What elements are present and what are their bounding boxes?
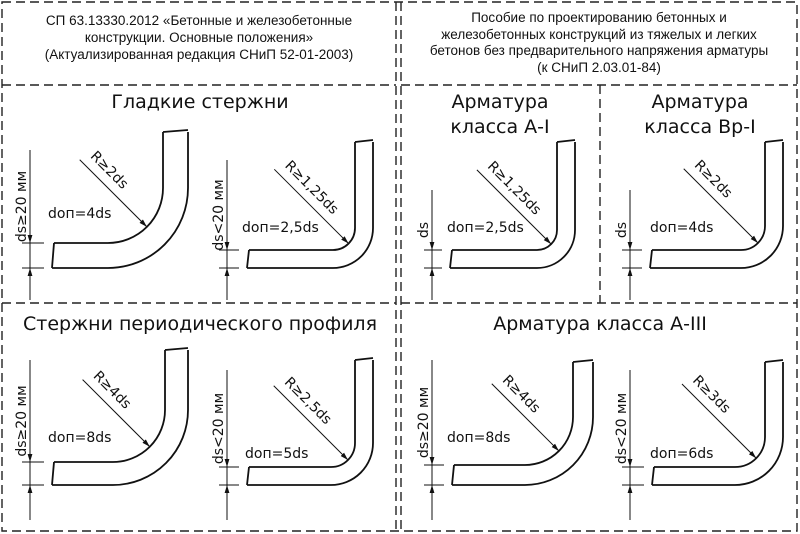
radius-arrow-icon bbox=[273, 168, 349, 244]
rebar-bend-shape bbox=[649, 139, 784, 269]
bar-diameter-label: ds bbox=[614, 222, 630, 238]
bend-panel-8: ds<20 мм R≥3ds dоп=6ds bbox=[614, 359, 784, 520]
header-left: СП 63.13330.2012 «Бетонные и железобетон… bbox=[4, 12, 394, 63]
header-left-line3: (Актуализированная редакция СНиП 52-01-2… bbox=[44, 47, 354, 62]
title-a1-line1: Арматура bbox=[451, 91, 548, 113]
rebar-bend-shape bbox=[451, 359, 594, 486]
bar-diameter-label: ds bbox=[416, 222, 432, 238]
radius-arrow-icon bbox=[681, 383, 757, 459]
bend-panel-2: ds<20 мм R≥1,25ds dоп=2,5ds bbox=[211, 139, 374, 300]
title-a3: Арматура класса А-III bbox=[493, 313, 707, 335]
bar-diameter-label: ds<20 мм bbox=[211, 393, 227, 464]
mandrel-diameter-label: dоп=8ds bbox=[48, 430, 111, 446]
title-periodic-bars: Стержни периодического профиля bbox=[23, 313, 377, 335]
radius-arrow-icon bbox=[273, 385, 349, 461]
radius-arrow-icon bbox=[683, 168, 759, 244]
header-right-line1: Пособие по проектированию бетонных и bbox=[471, 10, 727, 25]
bar-diameter-label: ds≥20 мм bbox=[416, 387, 432, 458]
header-left-line1: СП 63.13330.2012 «Бетонные и железобетон… bbox=[45, 13, 353, 28]
bend-radius-label: R≥1,25ds bbox=[484, 158, 544, 218]
mandrel-diameter-label: dоп=4ds bbox=[48, 206, 111, 222]
bend-panel-5: ds≥20 мм R≥4ds dоп=8ds bbox=[14, 347, 189, 520]
radius-arrow-icon bbox=[82, 379, 151, 448]
mandrel-diameter-label: dоп=5ds bbox=[245, 446, 308, 462]
rebar-bend-shape bbox=[449, 139, 576, 269]
mandrel-diameter-label: dоп=6ds bbox=[650, 446, 713, 462]
mandrel-diameter-label: dоп=4ds bbox=[650, 220, 713, 236]
bar-diameter-label: ds≥20 мм bbox=[14, 171, 30, 242]
bar-diameter-label: ds<20 мм bbox=[614, 393, 630, 464]
bend-panel-1: ds≥20 мм R≥2ds dоп=4ds bbox=[14, 129, 189, 300]
bend-radius-label: R≥1,25ds bbox=[281, 158, 341, 218]
radius-arrow-icon bbox=[476, 169, 552, 245]
title-bp1-line1: Арматура bbox=[651, 91, 748, 113]
rebar-bend-shape bbox=[651, 359, 784, 486]
header-left-line2: конструкции. Основные положения» bbox=[84, 30, 314, 45]
title-smooth-bars: Гладкие стержни bbox=[111, 91, 288, 113]
mandrel-diameter-label: dоп=8ds bbox=[447, 430, 510, 446]
bend-radius-label: R≥3ds bbox=[689, 372, 733, 416]
mandrel-diameter-label: dоп=2,5ds bbox=[242, 220, 319, 236]
header-right-line3: бетонов без предварительного напряжения … bbox=[429, 43, 769, 58]
radius-arrow-icon bbox=[79, 159, 148, 228]
radius-arrow-icon bbox=[491, 383, 560, 452]
bend-radius-label: R≥2ds bbox=[691, 157, 735, 201]
header-right-line4: (к СНиП 2.03.01-84) bbox=[537, 59, 661, 75]
bend-radius-label: R≥4ds bbox=[499, 372, 543, 416]
bend-panel-4: ds R≥2ds dоп=4ds bbox=[614, 139, 784, 300]
title-bp1-line2: класса Вр-I bbox=[644, 116, 755, 138]
bend-radius-label: R≥2ds bbox=[87, 148, 131, 192]
bar-diameter-label: ds<20 мм bbox=[211, 179, 227, 250]
mandrel-diameter-label: dоп=2,5ds bbox=[447, 220, 524, 236]
bend-radius-label: R≥4ds bbox=[90, 368, 134, 412]
header-right-line2: железобетонных конструкций из тяжелых и … bbox=[441, 26, 757, 42]
title-a1-line2: класса А-I bbox=[450, 116, 549, 138]
rebar-bend-shape bbox=[51, 129, 189, 269]
bar-diameter-label: ds≥20 мм bbox=[14, 385, 30, 456]
bend-panel-3: ds R≥1,25ds dоп=2,5ds bbox=[416, 139, 576, 300]
bend-panel-7: ds≥20 мм R≥4ds dоп=8ds bbox=[416, 359, 594, 520]
rebar-bend-shape bbox=[246, 139, 374, 269]
header-right: Пособие по проектированию бетонных и жел… bbox=[402, 10, 796, 76]
